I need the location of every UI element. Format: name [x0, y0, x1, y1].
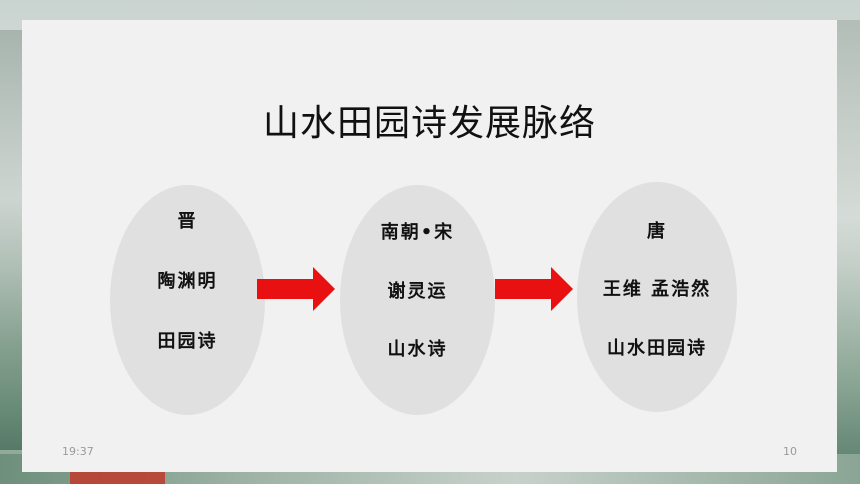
stage-genre: 山水诗 [387, 339, 448, 360]
stage-genre: 田园诗 [157, 331, 218, 352]
footer-time: 19:37 [62, 445, 94, 458]
arrow-right-icon [495, 267, 573, 311]
stage-oval-jin: 晋 陶渊明 田园诗 [110, 185, 265, 415]
arrow-right-icon [257, 267, 335, 311]
stage-oval-tang: 唐 王维 孟浩然 山水田园诗 [577, 182, 737, 412]
slide-title: 山水田园诗发展脉络 [262, 103, 596, 144]
stage-poets: 王维 孟浩然 [602, 279, 712, 300]
stage-dynasty: 唐 [647, 221, 667, 242]
stage-oval-song: 南朝•宋 谢灵运 山水诗 [340, 185, 495, 415]
background-red-strip [70, 472, 165, 484]
stage-poet: 陶渊明 [157, 271, 218, 292]
page-number: 10 [783, 445, 797, 458]
stage-genre: 山水田园诗 [607, 338, 707, 359]
stage-poet: 谢灵运 [387, 281, 448, 302]
stage-dynasty: 晋 [177, 211, 198, 232]
stage-dynasty: 南朝•宋 [380, 222, 455, 243]
slide-panel: 山水田园诗发展脉络 晋 陶渊明 田园诗 南朝•宋 谢灵运 山水诗 唐 王维 孟浩… [22, 20, 837, 472]
